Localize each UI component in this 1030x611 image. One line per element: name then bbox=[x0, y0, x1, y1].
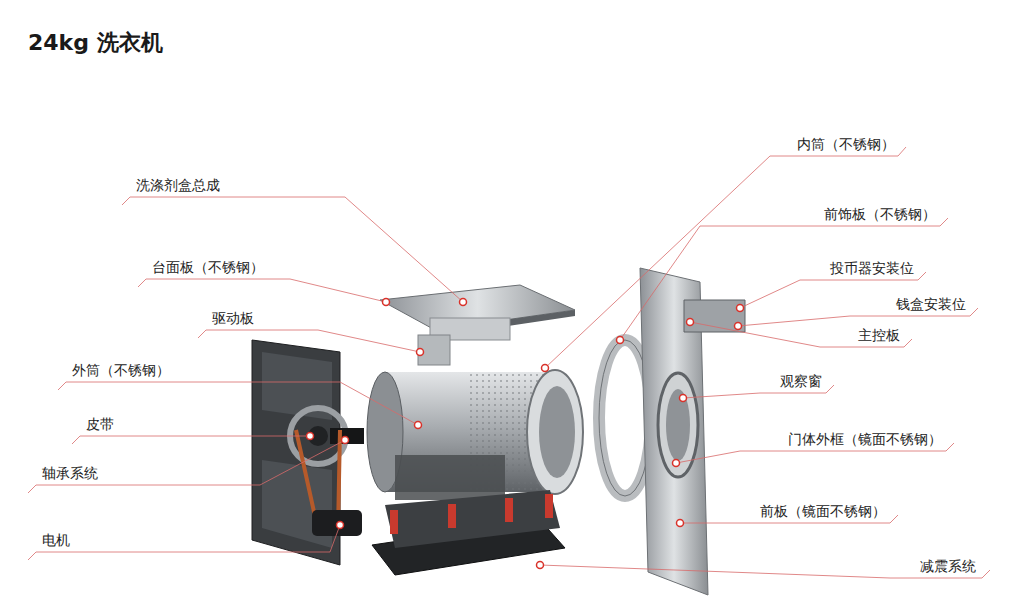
part-label: 皮带 bbox=[86, 416, 114, 433]
callout-dot bbox=[737, 305, 744, 312]
callout-dot bbox=[617, 337, 624, 344]
part-label: 主控板 bbox=[858, 327, 900, 344]
part-label: 驱动板 bbox=[212, 310, 254, 327]
leader-line bbox=[72, 436, 310, 444]
part-label: 外筒（不锈钢） bbox=[72, 362, 170, 379]
leader-line bbox=[28, 440, 345, 493]
leader-lines bbox=[28, 147, 990, 578]
callout-dot bbox=[735, 323, 742, 330]
damper bbox=[448, 504, 456, 528]
callout-dot bbox=[307, 433, 314, 440]
coin-mount bbox=[684, 300, 745, 332]
callout-dot bbox=[542, 365, 549, 372]
leader-line bbox=[138, 279, 386, 302]
part-label: 门体外框（镜面不锈钢） bbox=[788, 431, 942, 448]
callout-dot bbox=[460, 299, 467, 306]
damper bbox=[390, 510, 398, 534]
callout-dot bbox=[342, 437, 349, 444]
door-frame bbox=[658, 373, 698, 477]
base-frame bbox=[372, 490, 565, 575]
leader-line bbox=[690, 322, 912, 347]
drum bbox=[367, 370, 583, 500]
leader-line bbox=[198, 330, 420, 352]
part-label: 观察窗 bbox=[780, 373, 822, 390]
part-label: 电机 bbox=[42, 532, 70, 549]
callout-dot bbox=[383, 299, 390, 306]
callout-dot bbox=[687, 319, 694, 326]
part-label: 投币器安装位 bbox=[830, 260, 914, 277]
callout-dot bbox=[337, 522, 344, 529]
part-label: 减震系统 bbox=[920, 558, 976, 575]
callout-dot bbox=[677, 520, 684, 527]
callout-dots bbox=[307, 299, 744, 569]
damper bbox=[545, 494, 553, 518]
page-title: 24kg 洗衣机 bbox=[28, 30, 163, 56]
leader-line bbox=[545, 147, 906, 368]
tub-bracket bbox=[395, 455, 505, 500]
callout-dot bbox=[680, 395, 687, 402]
front-panel bbox=[640, 268, 745, 595]
callout-dot bbox=[673, 460, 680, 467]
part-label: 台面板（不锈钢） bbox=[152, 259, 264, 276]
drum-opening bbox=[539, 386, 575, 478]
leader-line bbox=[28, 525, 340, 560]
drum-front bbox=[527, 370, 583, 494]
part-label: 轴承系统 bbox=[42, 465, 98, 482]
top-assembly bbox=[380, 285, 575, 365]
leader-line bbox=[122, 197, 463, 302]
back-panel bbox=[252, 340, 364, 565]
window bbox=[666, 389, 690, 461]
bearing-shaft bbox=[330, 428, 364, 444]
suspension-frame bbox=[385, 490, 560, 548]
part-label: 内筒（不锈钢） bbox=[797, 136, 895, 153]
part-label: 前板（镜面不锈钢） bbox=[760, 503, 886, 520]
damper bbox=[505, 498, 513, 522]
part-label: 前饰板（不锈钢） bbox=[824, 206, 936, 223]
callout-dot bbox=[537, 562, 544, 569]
callout-dot bbox=[417, 349, 424, 356]
callout-dot bbox=[415, 422, 422, 429]
part-label: 洗涤剂盒总成 bbox=[136, 177, 220, 194]
part-label: 钱盒安装位 bbox=[896, 296, 966, 313]
